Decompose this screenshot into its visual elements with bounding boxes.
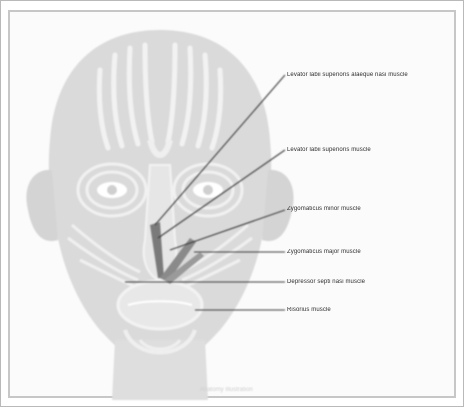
label-levator-labii-alaeque: Levator labii superioris alaeque nasi mu… (287, 71, 408, 79)
label-levator-labii: Levator labii superioris muscle (287, 146, 371, 154)
label-risorius: Risorius muscle (287, 306, 331, 314)
face-illustration (26, 30, 293, 400)
label-zygomaticus-minor: Zygomaticus minor muscle (287, 205, 361, 213)
image-credit: Anatomy Illustration (200, 386, 253, 394)
label-depressor-septi-nasi: Depressor septi nasi muscle (287, 278, 365, 286)
label-zygomaticus-major: Zygomaticus major muscle (287, 248, 361, 256)
